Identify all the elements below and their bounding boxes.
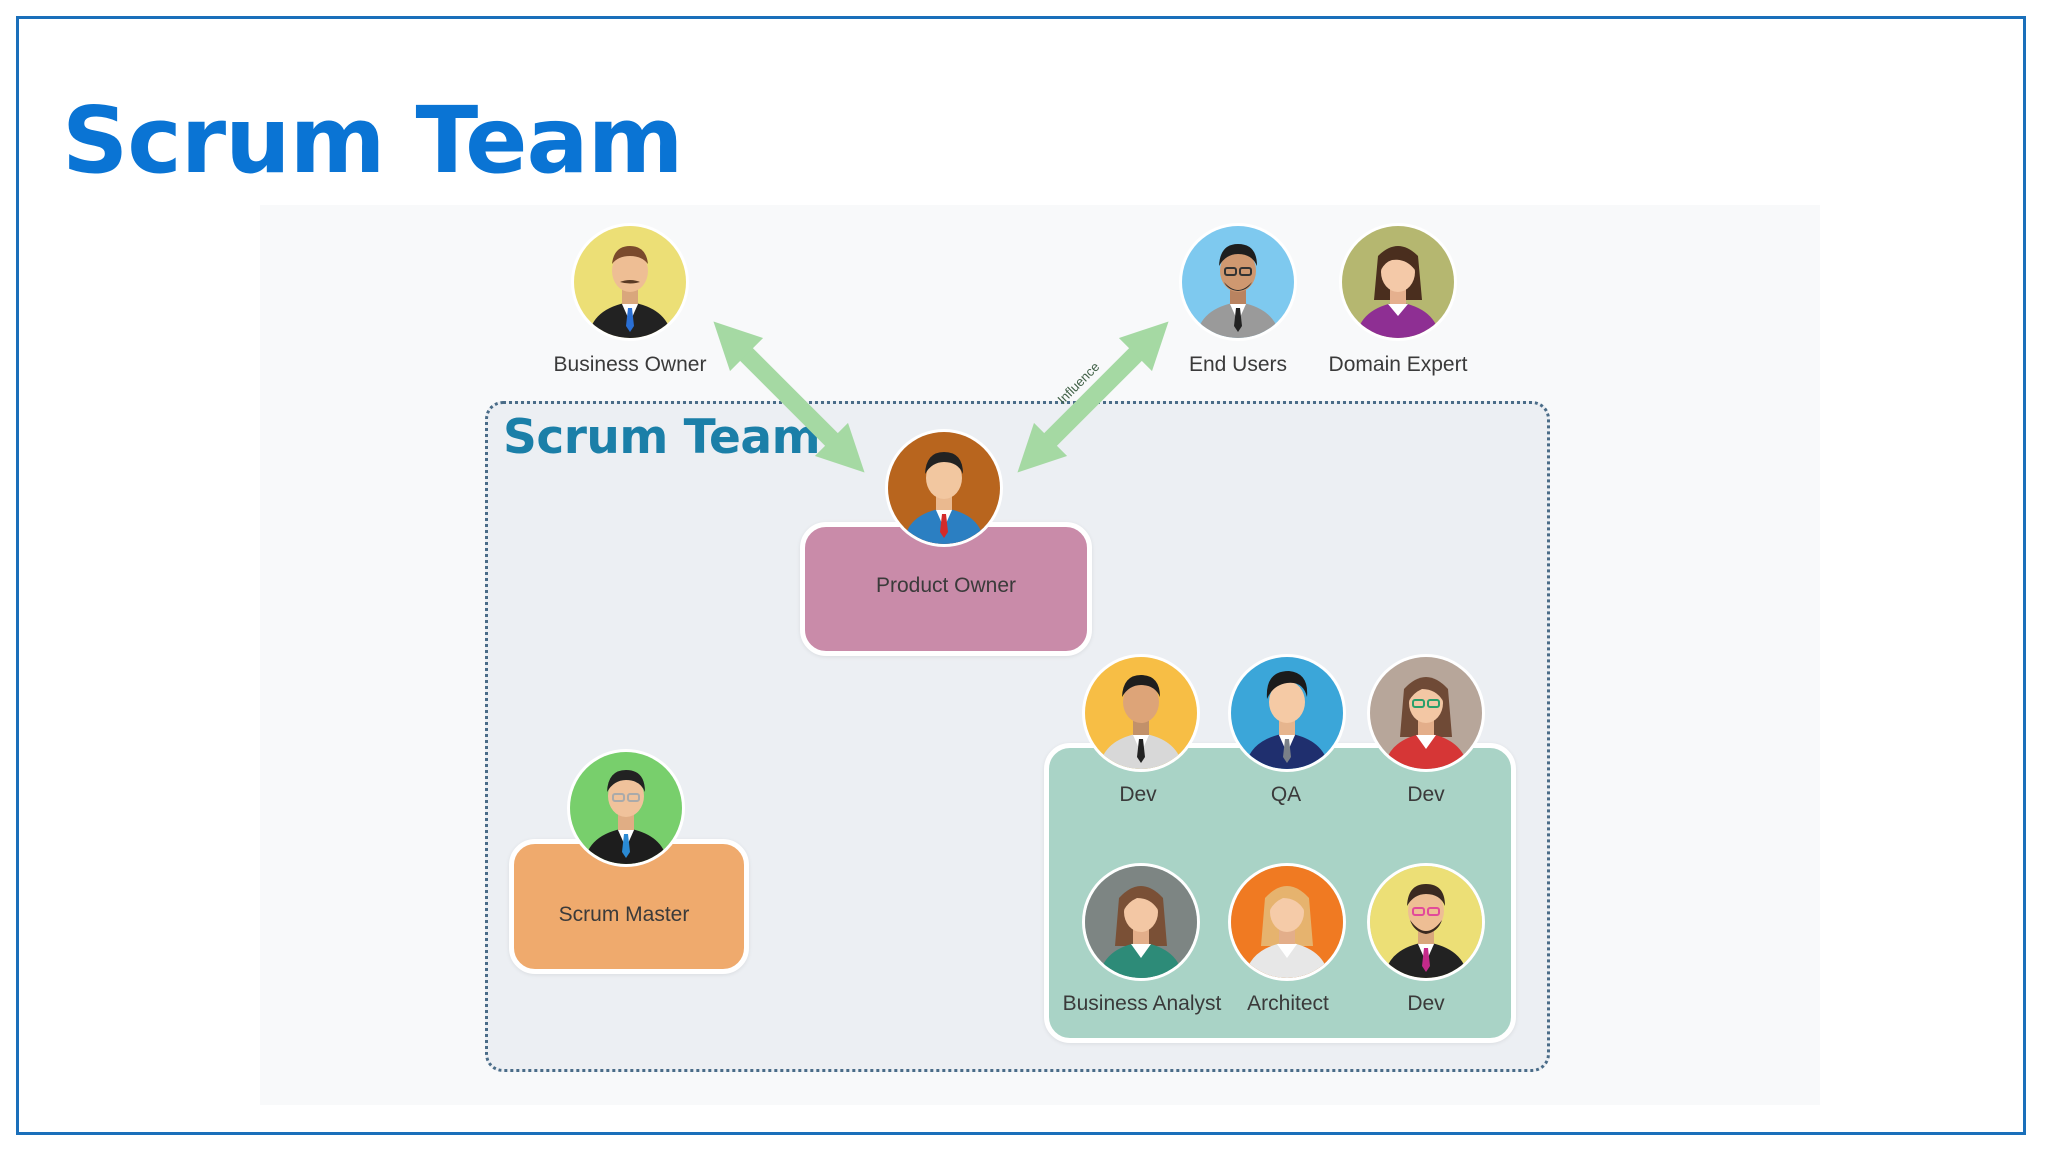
dev-label: Dev [1407, 992, 1445, 1015]
product-owner-label: Product Owner [875, 574, 1017, 597]
dev-avatar-icon [1370, 657, 1482, 769]
architect-label: Architect [1247, 992, 1329, 1015]
scrum-master-avatar-icon [570, 752, 682, 864]
end-users-avatar-icon [1182, 226, 1294, 338]
dev-avatar-icon [1085, 657, 1197, 769]
domain-expert-avatar-icon [1342, 226, 1454, 338]
dev-label: Dev [1407, 783, 1445, 806]
dev-label: Dev [1119, 783, 1157, 806]
qa-avatar-icon [1231, 657, 1343, 769]
qa-label: QA [1270, 783, 1302, 806]
business-analyst-label: Business Analyst [1062, 992, 1222, 1015]
slide-title: Scrum Team [62, 87, 683, 194]
business-analyst-avatar-icon [1085, 866, 1197, 978]
dev-avatar-icon [1370, 866, 1482, 978]
end-users-label: End Users [1188, 353, 1288, 376]
domain-expert-label: Domain Expert [1328, 353, 1468, 376]
scrum-master-label: Scrum Master [558, 903, 690, 926]
product-owner-avatar-icon [888, 432, 1000, 544]
architect-avatar-icon [1231, 866, 1343, 978]
scrum-team-heading: Scrum Team [503, 410, 821, 465]
scrum-master-box [509, 839, 749, 974]
business-owner-label: Business Owner [553, 353, 707, 376]
business-owner-avatar-icon [574, 226, 686, 338]
